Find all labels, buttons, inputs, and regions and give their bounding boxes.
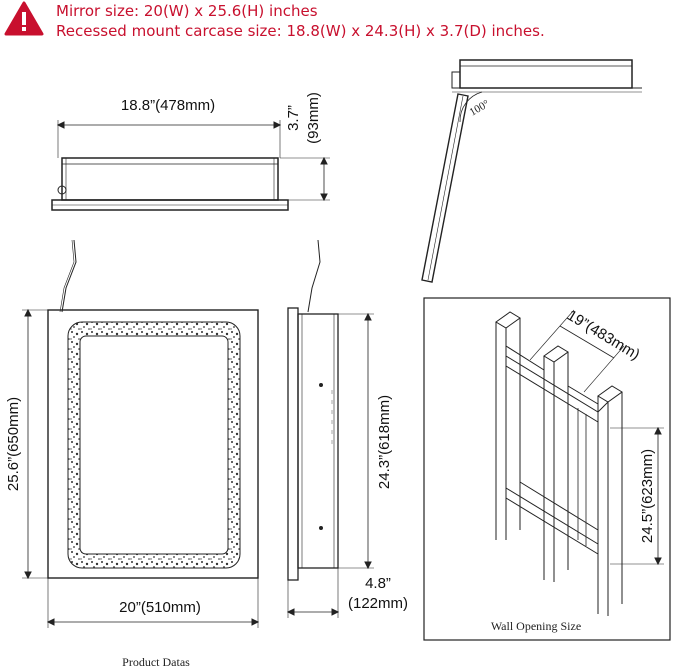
open-door-view xyxy=(421,59,642,283)
carcase-size-text: Recessed mount carcase size: 18.8(W) x 2… xyxy=(56,22,545,40)
opening-height-label: 24.5”(623mm) xyxy=(639,449,656,543)
warning-triangle-icon xyxy=(4,1,44,36)
top-view xyxy=(51,120,330,211)
wall-opening-view xyxy=(423,297,671,641)
product-datas-caption: Product Datas xyxy=(122,655,190,669)
top-depth-label-1: 3.7” xyxy=(285,105,302,131)
mirror-size-text: Mirror size: 20(W) x 25.6(H) inches xyxy=(56,2,318,20)
top-width-label: 18.8”(478mm) xyxy=(121,97,215,114)
front-height-label: 25.6”(650mm) xyxy=(5,397,22,491)
side-depth-label-2: (122mm) xyxy=(348,595,408,612)
side-view xyxy=(286,239,374,618)
front-view xyxy=(22,239,260,628)
top-depth-label-2: (93mm) xyxy=(305,92,322,144)
wall-opening-caption: Wall Opening Size xyxy=(491,619,581,633)
side-depth-label-1: 4.8” xyxy=(365,575,391,592)
front-width-label: 20”(510mm) xyxy=(119,599,201,616)
door-angle-label: 100° xyxy=(468,98,492,119)
side-height-label: 24.3”(618mm) xyxy=(376,395,393,489)
